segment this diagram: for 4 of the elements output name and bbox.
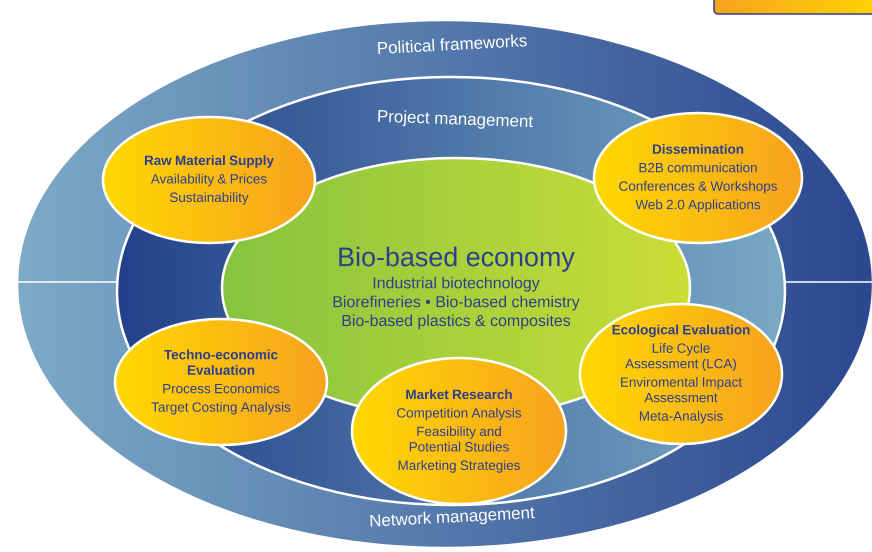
band-label: Political frameworks	[378, 34, 527, 54]
outer-ring	[16, 18, 872, 550]
band-label: Project management	[378, 110, 533, 129]
band-label: Network management	[370, 507, 535, 527]
